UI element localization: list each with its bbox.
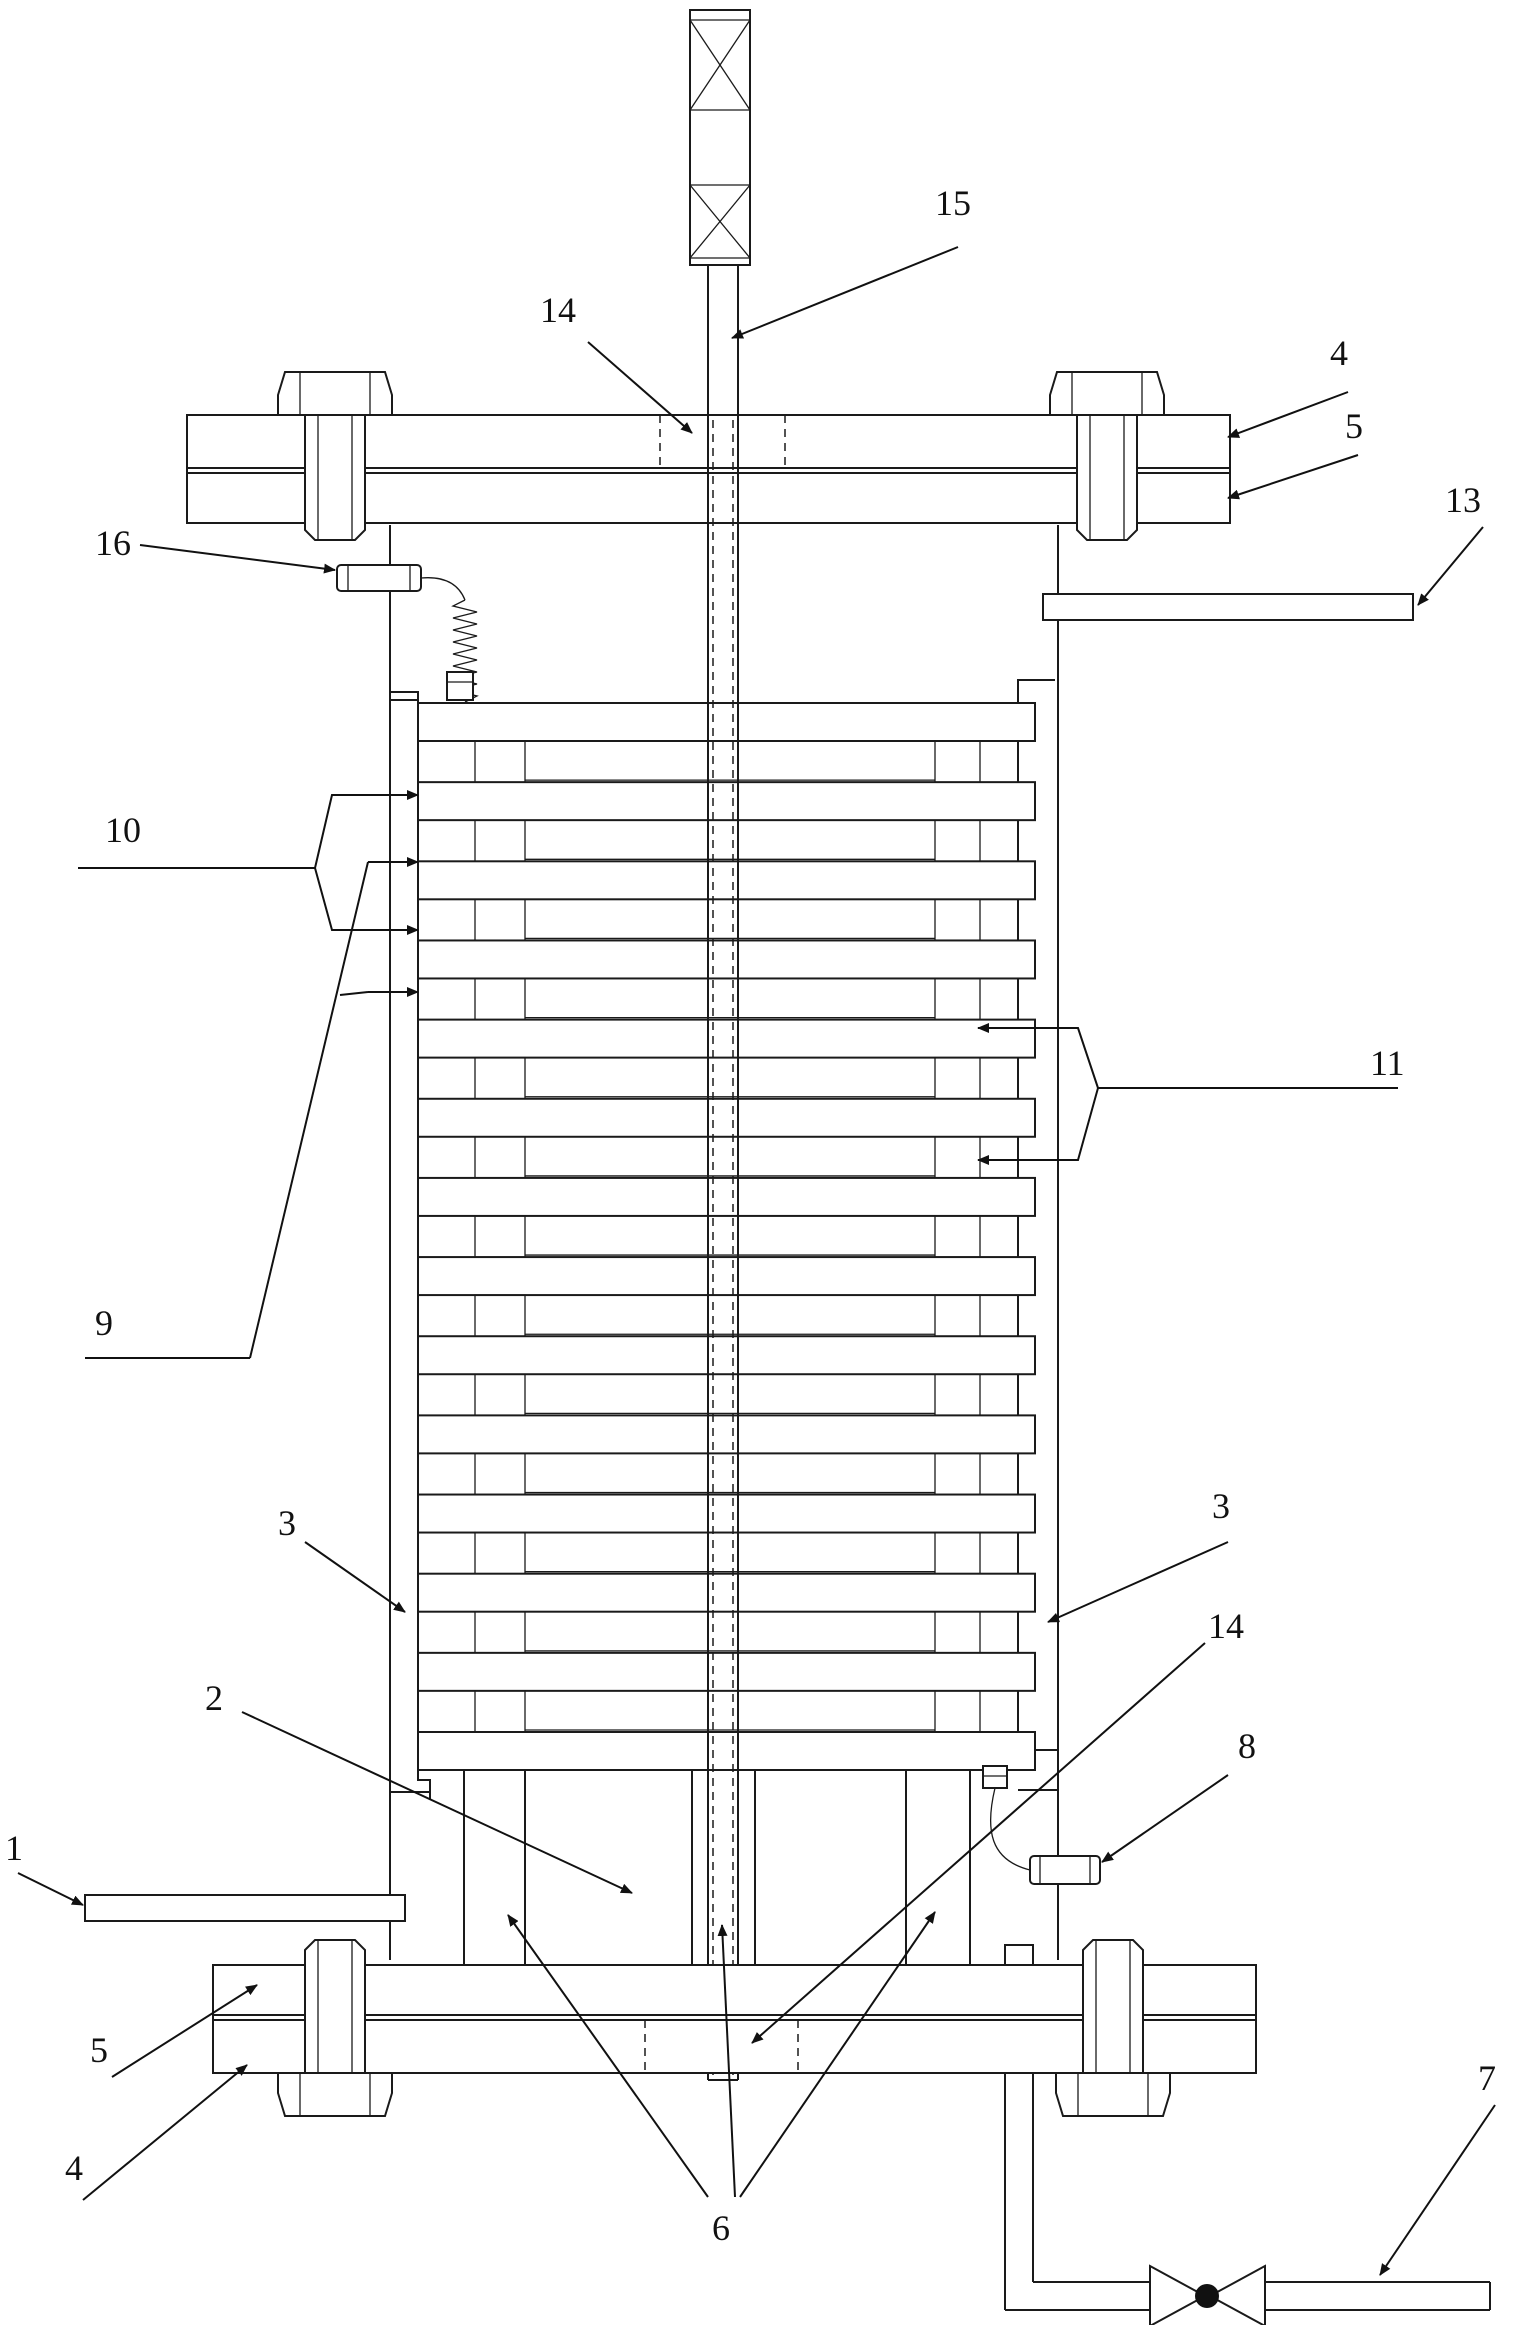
top-right-bolt <box>1049 371 1165 541</box>
plate-spacer <box>934 1690 981 1733</box>
label-13: 13 <box>1445 480 1481 520</box>
plate-spacer <box>934 1611 981 1654</box>
separator-plate <box>417 1097 1036 1138</box>
sensor-8 <box>982 1765 1101 1885</box>
separator-plate <box>417 781 1036 822</box>
separator-plate <box>417 1651 1036 1692</box>
label-10: 10 <box>105 810 141 850</box>
plate-spacer <box>474 1531 526 1575</box>
inner-liner <box>390 679 1058 1800</box>
sensor-16 <box>336 564 479 703</box>
leader-lines <box>17 246 1496 2276</box>
plate-spacer <box>474 1294 526 1337</box>
separator-plate <box>417 1731 1036 1771</box>
separator-plate <box>417 1414 1036 1455</box>
label-5-bottom: 5 <box>90 2030 108 2070</box>
label-4-bottom: 4 <box>65 2148 83 2188</box>
label-2: 2 <box>205 1678 223 1718</box>
inlet-pipe-1 <box>84 1894 406 1922</box>
top-left-bolt <box>277 371 393 541</box>
label-3-left: 3 <box>278 1503 296 1543</box>
label-5-top: 5 <box>1345 406 1363 446</box>
central-shaft <box>707 265 739 2081</box>
plate-spacer <box>474 1215 526 1258</box>
plate-spacer <box>934 1294 981 1337</box>
label-3-right: 3 <box>1212 1486 1230 1526</box>
plate-spacer <box>474 1056 526 1100</box>
plate-spacer <box>934 1136 981 1179</box>
separator-plate <box>417 1018 1036 1059</box>
plate-spacer <box>474 819 526 862</box>
bottom-right-bolt <box>1055 1939 1171 2117</box>
label-4-top: 4 <box>1330 333 1348 373</box>
separator-plate <box>417 939 1036 980</box>
plate-spacer <box>934 1452 981 1496</box>
plate-spacer <box>474 898 526 942</box>
label-1: 1 <box>5 1828 23 1868</box>
label-16: 16 <box>95 523 131 563</box>
label-14-top: 14 <box>540 290 576 330</box>
separator-plate <box>417 860 1036 901</box>
plate-spacer <box>474 1452 526 1496</box>
plate-spacer <box>934 898 981 942</box>
plate-spacer <box>474 1373 526 1417</box>
drain-pipe-7 <box>1004 2073 1491 2311</box>
separator-plate <box>417 1256 1036 1297</box>
plate-stack <box>417 702 1036 1771</box>
label-11: 11 <box>1370 1043 1405 1083</box>
plate-spacer <box>934 1531 981 1575</box>
plate-spacer <box>474 1136 526 1179</box>
separator-plate <box>417 1572 1036 1613</box>
plate-spacer <box>474 977 526 1021</box>
top-handwheel <box>689 9 751 266</box>
plate-spacer <box>474 1690 526 1733</box>
plate-spacer <box>474 740 526 783</box>
label-14-bottom: 14 <box>1208 1606 1244 1646</box>
plate-spacer <box>934 1373 981 1417</box>
bottom-left-bolt <box>277 1939 393 2117</box>
plate-spacer <box>934 1056 981 1100</box>
reference-numerals: 15 14 4 5 13 16 10 11 9 3 3 14 2 8 1 5 4… <box>5 183 1496 2248</box>
plate-spacer <box>934 977 981 1021</box>
separator-plate <box>417 1335 1036 1376</box>
support-columns <box>463 1770 971 1965</box>
label-8: 8 <box>1238 1726 1256 1766</box>
label-7: 7 <box>1478 2058 1496 2098</box>
label-9: 9 <box>95 1303 113 1343</box>
separator-plate <box>417 1493 1036 1534</box>
separator-plate <box>417 702 1036 742</box>
label-15: 15 <box>935 183 971 223</box>
plate-spacer <box>934 740 981 783</box>
plate-spacer <box>474 1611 526 1654</box>
separator-plate <box>417 1176 1036 1217</box>
drain-valve <box>1149 2264 1266 2325</box>
plate-spacer <box>934 819 981 862</box>
plate-spacer <box>934 1215 981 1258</box>
pipe-13 <box>1042 593 1414 621</box>
label-6: 6 <box>712 2208 730 2248</box>
vessel-shell <box>389 525 1059 1960</box>
